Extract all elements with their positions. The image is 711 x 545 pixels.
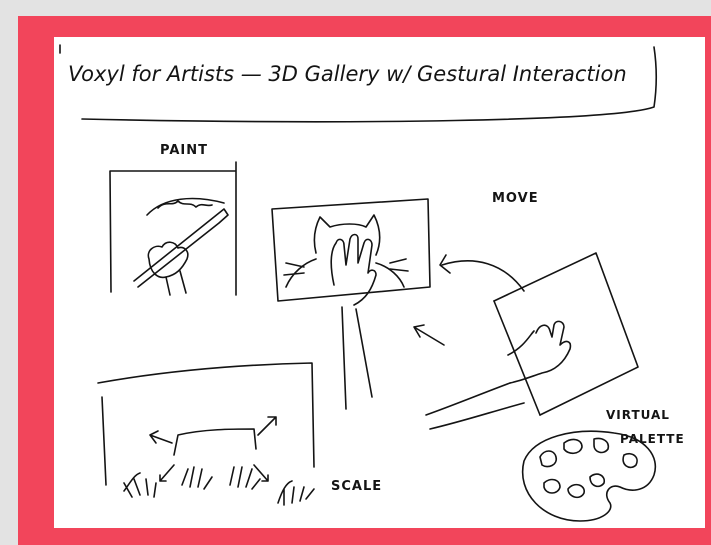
sketch-canvas: Voxyl for Artists — 3D Gallery w/ Gestur… bbox=[54, 37, 705, 528]
virtual-palette: VIRTUAL PALETTE bbox=[523, 408, 685, 521]
paint-label: PAINT bbox=[160, 143, 208, 158]
move-label: MOVE bbox=[492, 191, 539, 206]
scale-label: SCALE bbox=[331, 479, 382, 494]
palette-label: PALETTE bbox=[620, 432, 685, 446]
title-text: Voxyl for Artists — 3D Gallery w/ Gestur… bbox=[68, 62, 627, 86]
tilted-sheet bbox=[426, 253, 638, 429]
paint-panel: PAINT bbox=[110, 143, 236, 295]
title-box: Voxyl for Artists — 3D Gallery w/ Gestur… bbox=[60, 45, 656, 122]
scale-panel: SCALE bbox=[98, 363, 382, 505]
virtual-label: VIRTUAL bbox=[606, 408, 670, 422]
